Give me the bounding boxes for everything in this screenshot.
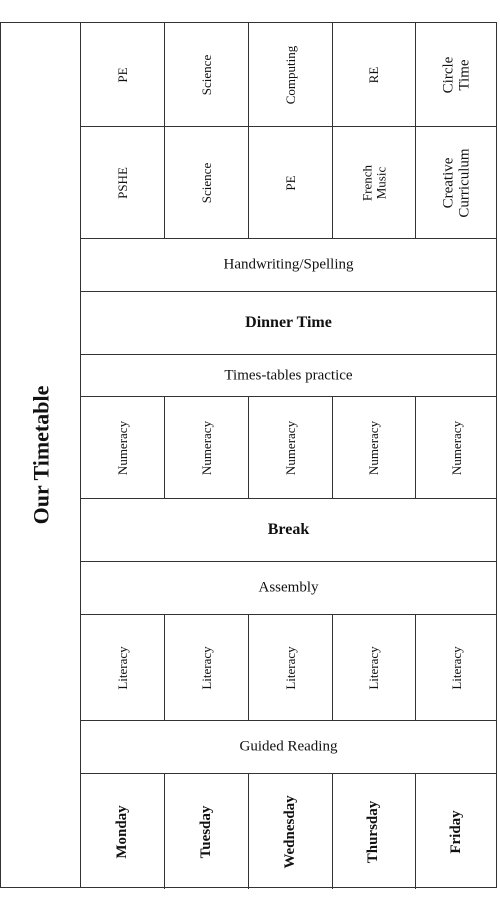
cell-monday: PE [81, 23, 165, 126]
cell-thursday: French Music [333, 127, 416, 238]
cell-friday: Circle Time [440, 56, 472, 93]
day-header-tuesday: Tuesday [165, 774, 249, 889]
row-assembly: Assembly [81, 562, 496, 615]
cell-monday: Numeracy [81, 397, 165, 498]
timetable-frame: Our Timetable PE Science Computing RE Ci… [0, 22, 497, 889]
row-handwriting: Handwriting/Spelling [81, 239, 496, 292]
guided-reading-label: Guided Reading [239, 738, 338, 755]
cell-tuesday: Numeracy [165, 397, 249, 498]
assembly-label: Assembly [258, 579, 319, 596]
row-times-tables: Times-tables practice [81, 355, 496, 397]
row-break: Break [81, 499, 496, 562]
cell-tuesday: Literacy [165, 615, 249, 720]
timetable-title: Our Timetable [27, 385, 53, 525]
cell-monday: Literacy [81, 615, 165, 720]
cell-friday: Literacy [449, 645, 465, 690]
cell-wednesday: Numeracy [249, 397, 333, 498]
cell-thursday: RE [333, 23, 416, 126]
row-dinner: Dinner Time [81, 292, 496, 355]
day-header-friday: Friday [448, 809, 465, 854]
cell-wednesday: Computing [249, 23, 333, 126]
cell-tuesday: Science [165, 127, 249, 238]
timetable-grid: PE Science Computing RE Circle Time PSHE… [81, 23, 496, 889]
times-tables-label: Times-tables practice [224, 367, 353, 383]
cell-friday: Creative Curriculum [440, 147, 472, 218]
row-afternoon-1: PSHE Science PE French Music Creative Cu… [81, 127, 496, 239]
cell-wednesday: PE [249, 127, 333, 238]
day-header-thursday: Thursday [333, 774, 416, 889]
row-afternoon-2: PE Science Computing RE Circle Time [81, 23, 496, 127]
cell-tuesday: Science [165, 23, 249, 126]
cell-wednesday: Literacy [249, 615, 333, 720]
cell-friday: Numeracy [449, 420, 465, 475]
row-day-headers: Monday Tuesday Wednesday Thursday Friday [81, 774, 496, 889]
cell-monday: PSHE [81, 127, 165, 238]
break-label: Break [267, 521, 310, 538]
row-literacy: Literacy Literacy Literacy Literacy Lite… [81, 615, 496, 721]
day-header-wednesday: Wednesday [249, 774, 333, 889]
handwriting-label: Handwriting/Spelling [223, 256, 354, 273]
cell-thursday: Literacy [333, 615, 416, 720]
row-guided-reading: Guided Reading [81, 721, 496, 774]
title-column: Our Timetable [1, 23, 81, 887]
dinner-label: Dinner Time [245, 314, 332, 331]
day-header-monday: Monday [81, 774, 165, 889]
row-numeracy: Numeracy Numeracy Numeracy Numeracy Nume… [81, 397, 496, 499]
cell-thursday: Numeracy [333, 397, 416, 498]
